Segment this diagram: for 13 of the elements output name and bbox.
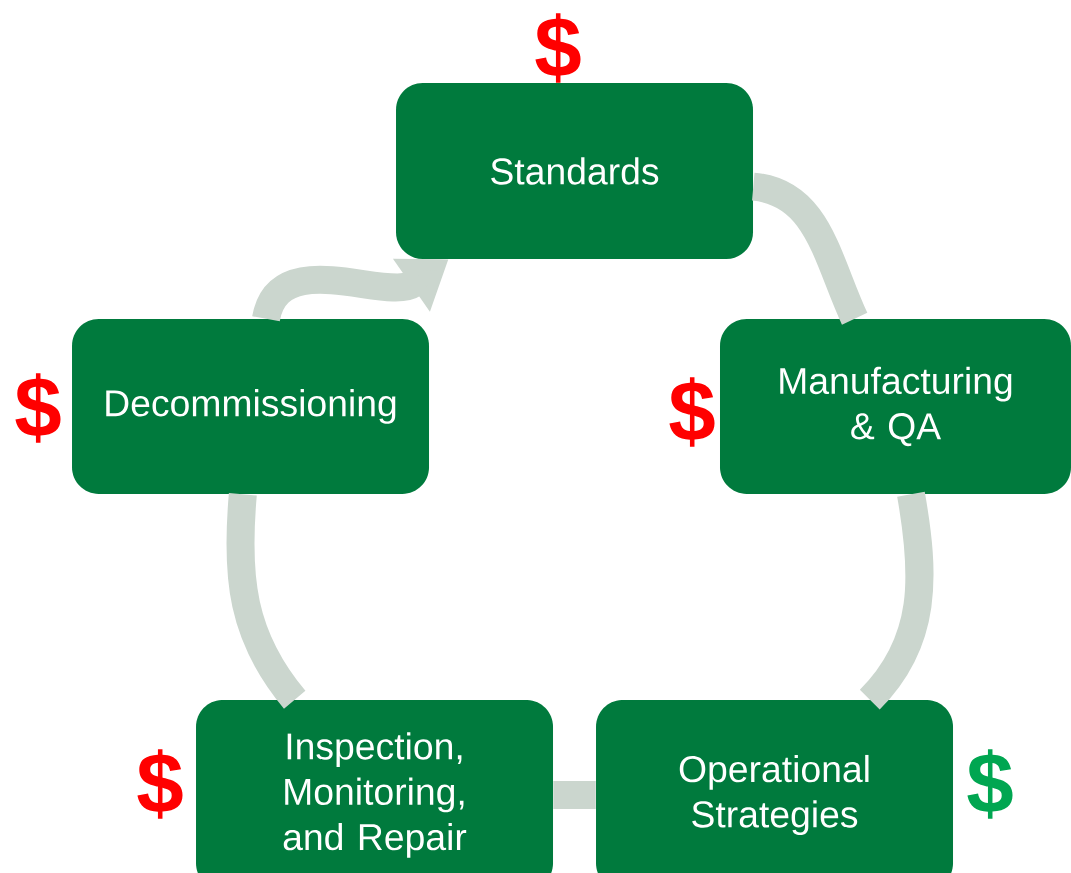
dollar-sign: $ bbox=[535, 13, 581, 83]
connector-band bbox=[859, 491, 934, 710]
process-box: Operational Strategies bbox=[596, 700, 953, 873]
dollar-sign: $ bbox=[15, 373, 61, 443]
process-box: Manufacturing & QA bbox=[720, 319, 1071, 494]
dollar-sign: $ bbox=[967, 749, 1013, 819]
dollar-sign: $ bbox=[137, 749, 183, 819]
process-box: Standards bbox=[396, 83, 753, 259]
connector-band bbox=[226, 493, 306, 709]
dollar-sign: $ bbox=[669, 377, 715, 447]
process-box: Decommissioning bbox=[72, 319, 429, 494]
connector-band bbox=[553, 781, 596, 809]
process-box: Inspection, Monitoring, and Repair bbox=[196, 700, 553, 873]
